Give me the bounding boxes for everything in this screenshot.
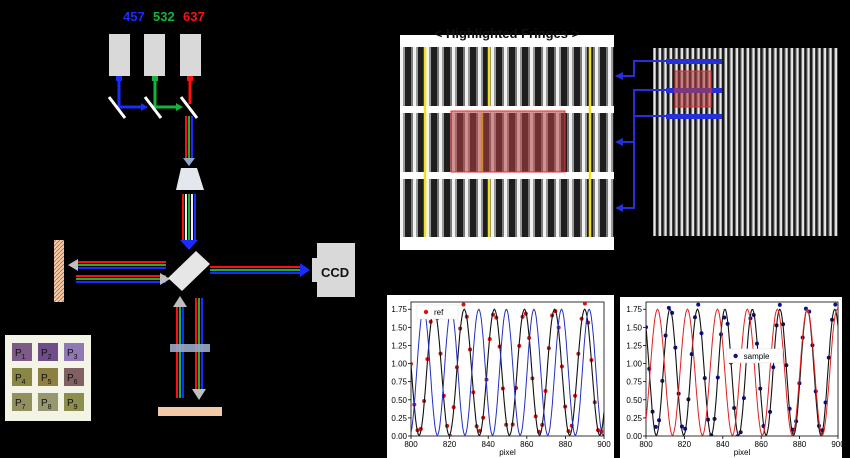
x-tick-label: 800 [639,440,653,449]
detector-arm-beams [210,263,310,277]
pixel-cell-label: P2 [41,348,52,361]
data-point [777,302,782,307]
x-axis-label: pixel [499,448,516,457]
pixel-cell-label: P3 [67,348,78,361]
ref-signal-chart: 800 820 840 860 880 900 0.00 0.25 0.50 0.75 1.00 1.… [387,295,614,458]
dichroic-mirror-2 [143,96,163,119]
y-tick-label: 1.00 [626,360,642,369]
sample-plate [170,344,210,352]
legend-box [726,348,783,364]
ccd-label: CCD [321,265,349,280]
laser-label-532: 532 [153,9,175,24]
beam-expander [176,168,204,190]
x-tick-label: 860 [755,440,769,449]
expanded-beam [180,194,198,250]
y-tick-label: 0.25 [626,414,642,423]
laser-beam-combiner [107,81,199,119]
y-tick-label: 1.25 [391,341,407,350]
pixel-cell-label: P6 [67,373,78,386]
laser-source-red [180,34,201,76]
y-tick-label: 1.75 [626,305,642,314]
y-tick-label: 0.00 [391,432,407,441]
reference-mirror [54,240,64,302]
combined-beam-down [183,116,195,166]
legend-marker [423,309,429,315]
pixel-cell-4 [12,368,32,386]
y-tick-label: 0.75 [391,378,407,387]
reference-line [411,308,604,436]
x-tick-label: 900 [831,440,845,449]
ccd-camera [312,243,355,297]
pixel-cell-label: P9 [67,398,78,411]
pixel-cell-8 [38,393,58,411]
roi-connector-arrows [622,60,666,209]
plot-area [645,301,839,437]
y-tick-label: 1.25 [626,341,642,350]
laser-label-457: 457 [123,9,145,24]
x-tick-label: 820 [678,440,692,449]
pixel-cell-label: P7 [15,398,26,411]
pixel-cell-9 [64,393,84,411]
y-tick-label: 1.75 [391,305,407,314]
reference-arm-beams [68,259,170,285]
pixel-cell-label: P5 [41,373,52,386]
y-tick-label: 1.00 [391,360,407,369]
laser-label-637: 637 [183,9,205,24]
fringe-panel-title: < Highlighted Fringes > [435,26,580,41]
x-tick-label: 800 [404,440,418,449]
x-tick-label: 820 [443,440,457,449]
y-tick-label: 0.50 [626,396,642,405]
legend-box [416,304,459,320]
pixel-cell-6 [64,368,84,386]
beam-splitter [168,251,210,291]
legend-label: ref [434,308,444,317]
laser-source-blue [109,34,130,76]
legend-label: sample [744,352,770,361]
data-point [653,424,658,429]
pixel-cell-2 [38,343,58,361]
x-tick-label: 860 [520,440,534,449]
laser-source-green [144,34,165,76]
dichroic-mirror-3 [179,96,199,119]
x-axis-label: pixel [734,448,751,457]
x-tick-label: 900 [597,440,611,449]
data-point [833,302,838,307]
data-point [461,302,466,307]
pixel-cell-3 [64,343,84,361]
y-tick-label: 0.00 [626,432,642,441]
sample-mirror [158,407,222,416]
sample-signal-chart: 800 820 840 860 880 900 0.00 0.25 0.50 0.75 1.00 1.… [620,297,845,458]
dichroic-mirror-1 [107,96,127,119]
pixel-cell-label: P4 [15,373,26,386]
pixel-cell-5 [38,368,58,386]
chart-background [387,295,614,458]
y-tick-label: 1.50 [391,323,407,332]
legend-marker [733,353,738,359]
y-tick-label: 0.75 [626,378,642,387]
pixel-cell-label: P1 [15,348,26,361]
fringe-strip-bottom [400,179,614,237]
y-tick-label: 0.50 [391,396,407,405]
x-tick-label: 840 [716,440,730,449]
reference-line [646,308,838,436]
x-tick-label: 840 [482,440,496,449]
y-tick-label: 0.25 [391,414,407,423]
x-tick-label: 880 [793,440,807,449]
data-point [696,302,701,307]
data-point [582,302,587,306]
fringe-highlight-box [450,110,566,173]
y-tick-label: 1.50 [626,323,642,332]
x-tick-label: 880 [559,440,573,449]
pixel-cell-1 [12,343,32,361]
interferogram-roi [674,70,712,108]
fringe-strip-top [400,47,614,106]
pixel-cell-label: P8 [41,398,52,411]
pixel-cell-7 [12,393,32,411]
